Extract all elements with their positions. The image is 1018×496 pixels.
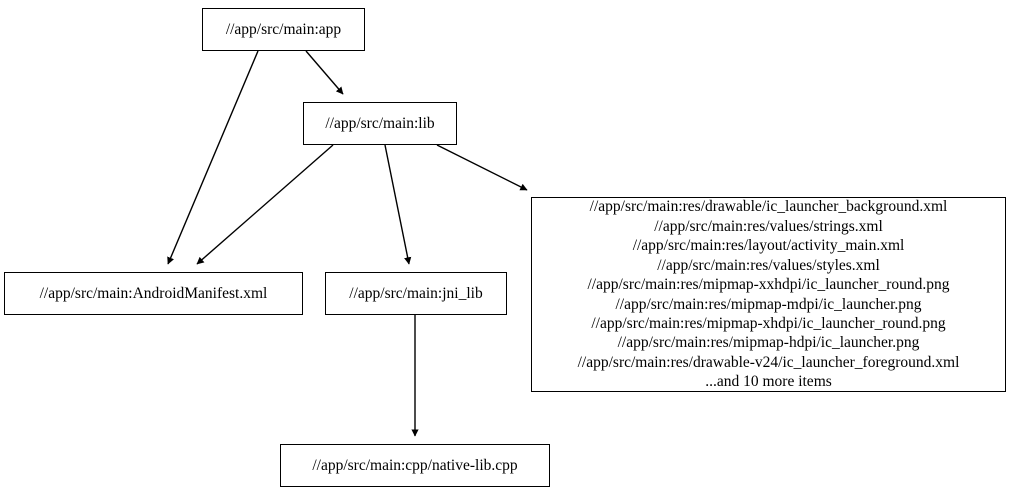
resource-line: //app/src/main:res/values/strings.xml — [654, 217, 883, 235]
graph-node-app-label: //app/src/main:app — [225, 20, 342, 38]
graph-node-android-manifest-label: //app/src/main:AndroidManifest.xml — [39, 284, 268, 302]
resource-overflow-line: ...and 10 more items — [705, 373, 832, 391]
edge-lib-to-resources — [436, 144, 528, 191]
edge-app-to-lib — [305, 50, 344, 95]
resource-line: //app/src/main:res/mipmap-xhdpi/ic_launc… — [591, 314, 946, 332]
edge-lib-to-jni-lib — [384, 144, 412, 265]
graph-node-resources[interactable]: //app/src/main:res/drawable/ic_launcher_… — [531, 197, 1006, 392]
resource-line: //app/src/main:res/drawable/ic_launcher_… — [589, 198, 948, 216]
graph-node-native-lib-cpp[interactable]: //app/src/main:cpp/native-lib.cpp — [280, 444, 550, 487]
graph-node-lib[interactable]: //app/src/main:lib — [303, 102, 457, 145]
graph-node-android-manifest[interactable]: //app/src/main:AndroidManifest.xml — [4, 272, 303, 315]
edge-lib-to-manifest — [196, 144, 334, 265]
graph-node-native-lib-cpp-label: //app/src/main:cpp/native-lib.cpp — [312, 456, 518, 474]
graph-node-jni-lib-label: //app/src/main:jni_lib — [349, 284, 483, 302]
resource-line: //app/src/main:res/mipmap-mdpi/ic_launch… — [615, 295, 922, 313]
graph-node-lib-label: //app/src/main:lib — [325, 114, 435, 132]
resource-line: //app/src/main:res/mipmap-xxhdpi/ic_laun… — [587, 276, 950, 294]
resource-line: //app/src/main:res/layout/activity_main.… — [632, 237, 905, 255]
resource-line: //app/src/main:res/values/styles.xml — [657, 256, 880, 274]
edge-app-to-manifest — [167, 50, 259, 265]
resource-line: //app/src/main:res/drawable-v24/ic_launc… — [577, 353, 960, 371]
graph-node-app[interactable]: //app/src/main:app — [202, 8, 365, 51]
graph-node-jni-lib[interactable]: //app/src/main:jni_lib — [325, 272, 507, 315]
resource-line: //app/src/main:res/mipmap-hdpi/ic_launch… — [617, 334, 920, 352]
